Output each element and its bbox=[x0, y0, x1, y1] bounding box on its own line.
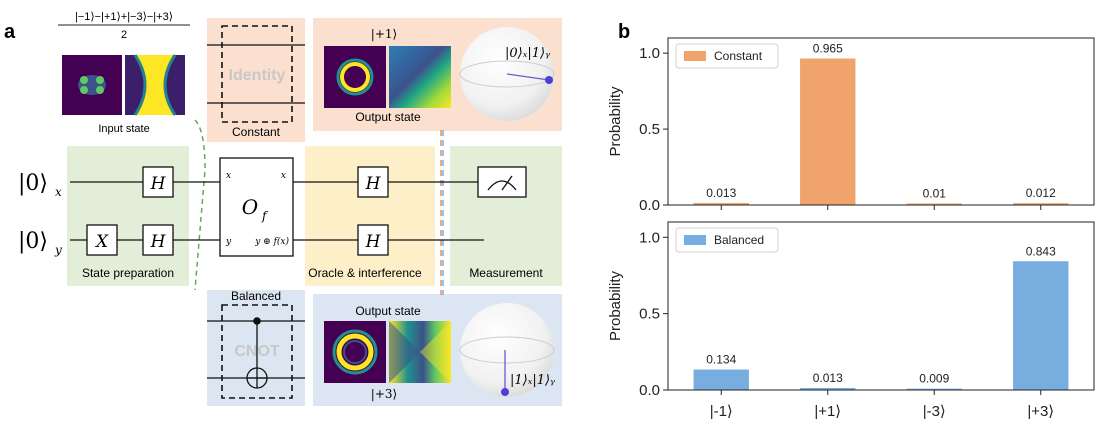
xtick-label-0: |-1⟩ bbox=[710, 403, 733, 420]
svg-text:|0⟩: |0⟩ bbox=[18, 229, 48, 254]
value-label-constant-1: 0.965 bbox=[813, 41, 843, 55]
state-prep-label: State preparation bbox=[82, 266, 174, 280]
input-ket-x: |0⟩ x bbox=[18, 171, 62, 199]
input-state-denominator: 2 bbox=[121, 29, 127, 41]
svg-text:x: x bbox=[55, 185, 62, 199]
input-state: |−1⟩−|+1⟩+|−3⟩−|+3⟩ 2 Input state bbox=[58, 11, 190, 135]
input-state-numerator: |−1⟩−|+1⟩+|−3⟩−|+3⟩ bbox=[75, 11, 173, 23]
xtick-label-3: |+3⟩ bbox=[1027, 403, 1054, 420]
constant-bloch-label: |0⟩ₓ|1⟩ᵧ bbox=[505, 46, 550, 61]
constant-output-caption: Output state bbox=[355, 110, 421, 124]
xtick-label-2: |-3⟩ bbox=[923, 403, 946, 420]
h-gate-x2: H bbox=[357, 166, 389, 198]
ytick-label-balanced-0: 0.0 bbox=[639, 382, 660, 399]
identity-gate-label: Identity bbox=[229, 67, 286, 84]
balanced-output-caption: Output state bbox=[355, 304, 421, 318]
ytick-label-constant-1: 0.5 bbox=[639, 121, 660, 138]
input-state-caption: Input state bbox=[98, 123, 149, 135]
constant-amplitude-image bbox=[324, 46, 386, 108]
h-gate-x1: H bbox=[142, 166, 174, 198]
oracle-out-x: x bbox=[281, 171, 286, 181]
balanced-output: Output state |+3⟩ |1⟩ₓ|1⟩ᵧ bbox=[324, 303, 555, 401]
balanced-region bbox=[207, 290, 305, 406]
svg-text:H: H bbox=[150, 174, 167, 194]
svg-text:y: y bbox=[54, 243, 62, 257]
balanced-label: Balanced bbox=[231, 289, 281, 303]
meter-icon bbox=[477, 166, 527, 198]
svg-text:O: O bbox=[242, 195, 258, 219]
axes-frame-balanced bbox=[667, 221, 1095, 391]
value-label-constant-3: 0.012 bbox=[1026, 186, 1056, 200]
bar-constant-0 bbox=[693, 203, 749, 205]
bar-balanced-3 bbox=[1013, 261, 1069, 390]
panel-label-b: b bbox=[618, 21, 630, 43]
oracle-gate: O f x y x y ⊕ f(x) bbox=[219, 157, 294, 257]
oracle-section-label: Oracle & interference bbox=[308, 266, 422, 280]
ylabel-constant: Probability bbox=[607, 86, 624, 157]
bar-constant-2 bbox=[906, 203, 962, 205]
svg-text:H: H bbox=[365, 174, 382, 194]
constant-output-ket: |+1⟩ bbox=[371, 27, 397, 41]
value-label-balanced-2: 0.009 bbox=[919, 372, 949, 386]
h-gate-y2: H bbox=[357, 224, 389, 256]
svg-text:H: H bbox=[150, 232, 167, 252]
bar-balanced-2 bbox=[906, 388, 962, 390]
measurement-label: Measurement bbox=[469, 266, 543, 280]
input-ket-y: |0⟩ y bbox=[18, 229, 62, 257]
oracle-out-y: y ⊕ f(x) bbox=[254, 236, 289, 247]
ylabel-balanced: Probability bbox=[607, 270, 624, 341]
cnot-gate: Balanced CNOT bbox=[207, 289, 305, 399]
svg-text:X: X bbox=[94, 232, 109, 252]
value-label-constant-0: 0.013 bbox=[706, 186, 736, 200]
ytick-label-constant-2: 1.0 bbox=[639, 45, 660, 62]
constant-output: |+1⟩ Output state |0⟩ₓ|1⟩ᵧ bbox=[324, 27, 555, 124]
value-label-balanced-3: 0.843 bbox=[1026, 244, 1056, 258]
legend-label-balanced: Balanced bbox=[714, 233, 764, 247]
identity-gate: Identity Constant bbox=[207, 25, 305, 139]
bar-constant-3 bbox=[1013, 203, 1069, 205]
value-label-balanced-1: 0.013 bbox=[813, 371, 843, 385]
control-dot bbox=[253, 317, 261, 325]
xtick-label-1: |+1⟩ bbox=[814, 403, 841, 420]
balanced-bloch-label: |1⟩ₓ|1⟩ᵧ bbox=[510, 373, 555, 388]
input-connector bbox=[194, 119, 206, 291]
legend-swatch-constant bbox=[684, 51, 706, 61]
ytick-label-constant-0: 0.0 bbox=[639, 197, 660, 214]
chart-balanced: 0.134 0.013 0.009 0.843 0.0 0.5 1.0Probability… bbox=[607, 221, 1095, 420]
legend-balanced bbox=[675, 227, 779, 253]
x-gate: X bbox=[86, 224, 118, 256]
h-gate-y1: H bbox=[142, 224, 174, 256]
constant-label: Constant bbox=[232, 125, 281, 139]
balanced-output-ket: |+3⟩ bbox=[371, 387, 397, 401]
bar-balanced-0 bbox=[693, 369, 749, 390]
legend-constant bbox=[675, 43, 779, 69]
ytick-label-balanced-1: 0.5 bbox=[639, 306, 660, 323]
svg-text:H: H bbox=[365, 232, 382, 252]
panel-label-a: a bbox=[4, 21, 16, 43]
bar-balanced-1 bbox=[800, 388, 856, 390]
ytick-label-balanced-2: 1.0 bbox=[639, 229, 660, 246]
legend-swatch-balanced bbox=[684, 235, 706, 245]
svg-text:|0⟩: |0⟩ bbox=[18, 171, 48, 196]
bar-constant-1 bbox=[800, 58, 856, 205]
axes-frame-constant bbox=[667, 37, 1095, 206]
value-label-constant-2: 0.01 bbox=[923, 186, 947, 200]
oracle-in-x: x bbox=[226, 171, 231, 181]
value-label-balanced-0: 0.134 bbox=[706, 353, 736, 367]
legend-label-constant: Constant bbox=[714, 49, 763, 63]
svg-text:f: f bbox=[261, 209, 269, 223]
constant-phase-image bbox=[389, 46, 451, 108]
oracle-in-y: y bbox=[225, 237, 232, 247]
bloch-sphere-balanced bbox=[460, 303, 554, 397]
